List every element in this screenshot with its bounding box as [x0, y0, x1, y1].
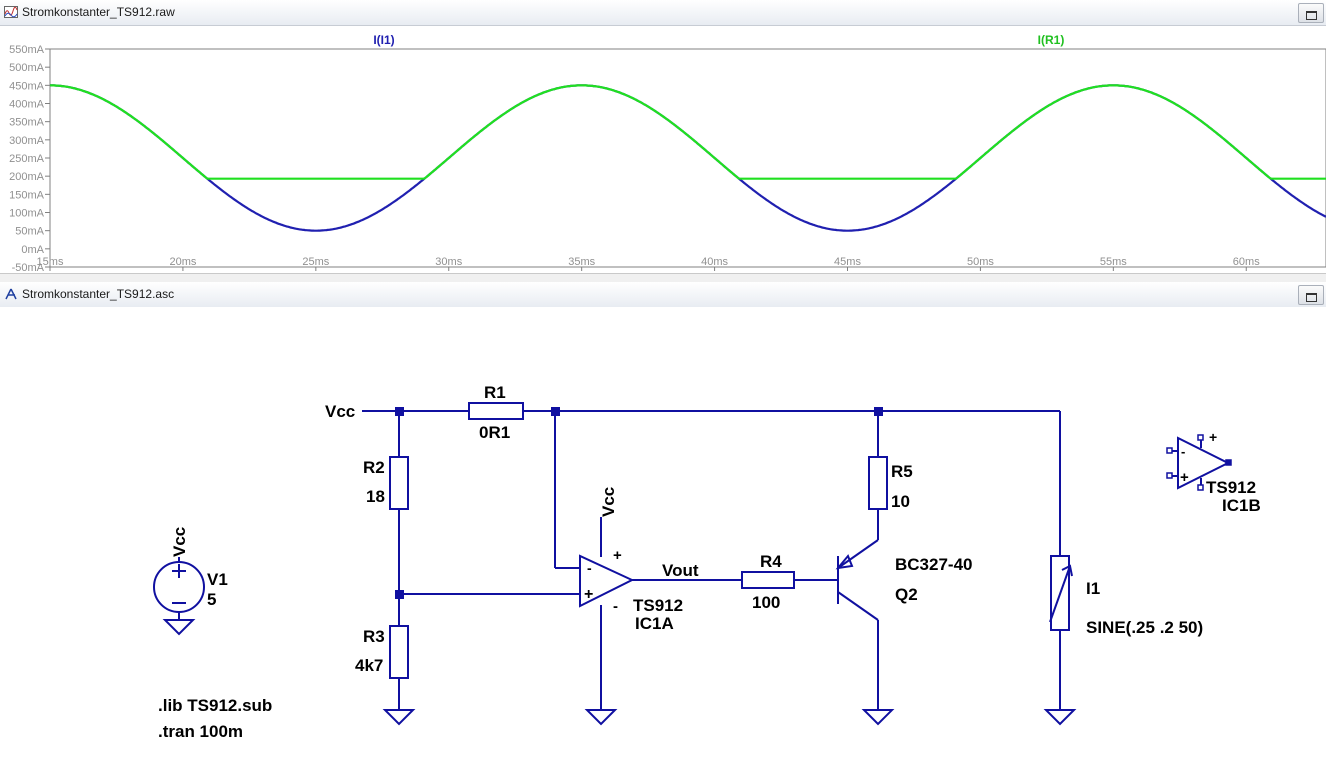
waveform-plot[interactable]: 550mA 500mA 450mA 400mA 350mA 300mA 250mA 200mA… [0, 25, 1326, 273]
resistor-r4[interactable] [741, 571, 795, 589]
r5-value[interactable]: 10 [891, 492, 910, 511]
y-tick-label: 50mA [15, 226, 44, 238]
i1-value[interactable]: SINE(.25 .2 50) [1086, 618, 1203, 637]
x-tick-label: 60ms [1233, 256, 1260, 268]
voltage-source-v1[interactable] [153, 561, 205, 613]
y-tick-label: 550mA [9, 44, 45, 56]
opamp-ic1a[interactable]: - + + - [579, 547, 635, 615]
trace-i-r1[interactable] [50, 84, 1326, 180]
i1-name: I1 [1086, 579, 1100, 598]
transistor-q2[interactable] [835, 539, 879, 621]
y-tick-label: 200mA [9, 171, 45, 183]
junction-dot [395, 590, 404, 599]
resistor-r3[interactable] [389, 625, 409, 679]
ic1b-model[interactable]: TS912 [1206, 478, 1256, 497]
supply-plus-mark: + [613, 547, 622, 564]
supply-minus-mark: - [613, 598, 618, 615]
waveform-window-title: Stromkonstanter_TS912.raw [22, 5, 175, 19]
net-label-vcc-opamp[interactable]: Vcc [599, 487, 618, 517]
ground-symbol[interactable] [1043, 709, 1077, 726]
current-source-i1[interactable] [1049, 555, 1073, 631]
y-axis: 550mA 500mA 450mA 400mA 350mA 300mA 250mA 200mA… [9, 44, 50, 273]
y-tick-label: 500mA [9, 62, 45, 74]
spice-directive-tran[interactable]: .tran 100m [158, 722, 243, 741]
ground-symbol[interactable] [861, 709, 895, 726]
grounds [162, 619, 1077, 726]
maximize-button[interactable] [1298, 3, 1324, 23]
minus-pin-mark: - [1181, 444, 1185, 459]
resistor-r2[interactable] [389, 456, 409, 510]
x-axis: 15ms 20ms 25ms 30ms 35ms 40ms 45ms 50ms 55ms 60ms [37, 256, 1260, 271]
v1-value[interactable]: 5 [207, 590, 216, 609]
legend-i-r1[interactable]: I(R1) [1038, 33, 1065, 47]
ic1a-name: IC1A [635, 614, 674, 633]
x-tick-label: 55ms [1100, 256, 1127, 268]
schematic-canvas[interactable]: - + + - [0, 307, 1326, 764]
x-tick-label: 25ms [302, 256, 329, 268]
r5-name: R5 [891, 462, 913, 481]
maximize-button[interactable] [1298, 285, 1324, 305]
ground-symbol[interactable] [382, 709, 416, 726]
plus-pin-mark: + [1180, 469, 1189, 486]
junction-dot [395, 407, 404, 416]
junction-dot [551, 407, 560, 416]
y-tick-label: 450mA [9, 80, 45, 92]
r1-name: R1 [484, 383, 506, 402]
r4-value[interactable]: 100 [752, 593, 780, 612]
net-label-vcc[interactable]: Vcc [325, 402, 355, 421]
ic1a-model[interactable]: TS912 [633, 596, 683, 615]
junctions [395, 407, 883, 599]
y-tick-label: 400mA [9, 99, 45, 111]
resistor-r5[interactable] [868, 456, 888, 510]
ground-symbol[interactable] [162, 619, 196, 636]
y-tick-label: 0mA [21, 244, 44, 256]
y-tick-label: 350mA [9, 117, 45, 129]
y-tick-label: 300mA [9, 135, 45, 147]
legend-i-i1[interactable]: I(I1) [373, 33, 394, 47]
minus-pin-mark: - [587, 560, 592, 576]
r3-name: R3 [363, 627, 385, 646]
schematic-window-title: Stromkonstanter_TS912.asc [22, 287, 175, 301]
resistor-r1[interactable] [468, 402, 524, 420]
x-tick-label: 15ms [37, 256, 64, 268]
waveform-window[interactable]: Stromkonstanter_TS912.raw 550mA 500mA 450m… [0, 0, 1326, 273]
plot-area[interactable] [49, 48, 1326, 268]
v1-name: V1 [207, 570, 228, 589]
r3-value[interactable]: 4k7 [355, 656, 383, 675]
y-tick-label: -50mA [12, 262, 45, 273]
plus-pin-mark: + [584, 586, 593, 603]
q2-name: Q2 [895, 585, 918, 604]
x-tick-label: 20ms [169, 256, 196, 268]
plot-traces [50, 84, 1326, 232]
waveform-window-titlebar[interactable]: Stromkonstanter_TS912.raw [0, 0, 1326, 26]
opamp-ic1b[interactable]: - + + [1166, 429, 1232, 491]
ground-symbol[interactable] [584, 709, 618, 726]
q2-model[interactable]: BC327-40 [895, 555, 973, 574]
y-tick-label: 100mA [9, 208, 45, 220]
x-tick-label: 40ms [701, 256, 728, 268]
x-tick-label: 45ms [834, 256, 861, 268]
r4-name: R4 [760, 552, 782, 571]
schematic-window[interactable]: Stromkonstanter_TS912.asc [0, 282, 1326, 764]
supply-plus-mark: + [1209, 429, 1217, 445]
r1-value[interactable]: 0R1 [479, 423, 510, 442]
y-tick-label: 250mA [9, 153, 45, 165]
x-tick-label: 35ms [568, 256, 595, 268]
net-label-vcc-source[interactable]: Vcc [170, 527, 189, 557]
schematic-window-titlebar[interactable]: Stromkonstanter_TS912.asc [0, 282, 1326, 308]
x-tick-label: 50ms [967, 256, 994, 268]
junction-dot [874, 407, 883, 416]
net-label-vout[interactable]: Vout [662, 561, 699, 580]
r2-name: R2 [363, 458, 385, 477]
y-tick-label: 150mA [9, 189, 45, 201]
waveform-icon [4, 6, 18, 18]
x-tick-label: 30ms [435, 256, 462, 268]
spice-directive-lib[interactable]: .lib TS912.sub [158, 696, 272, 715]
window-separator [0, 273, 1326, 283]
schematic-icon [5, 288, 17, 300]
ic1b-name: IC1B [1222, 496, 1261, 515]
r2-value[interactable]: 18 [366, 487, 385, 506]
